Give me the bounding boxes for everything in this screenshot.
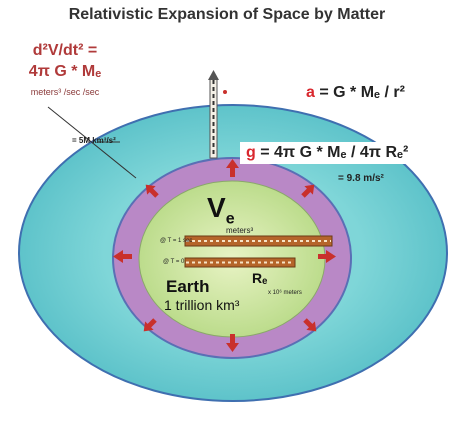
dvdt-formula-block: d²V/dt² = 4π G * Mₑ meters³ /sec /sec <box>6 40 124 103</box>
diagram-title: Relativistic Expansion of Space by Matte… <box>68 6 386 23</box>
a-symbol: a <box>306 84 315 101</box>
t0-label: @ T = 0 <box>163 259 185 265</box>
earth-volume: 1 trillion km³ <box>164 297 240 313</box>
re-units: x 10⁶ meters <box>268 290 302 296</box>
marker-dot <box>223 90 227 94</box>
g-formula-box: g = 4π G * Mₑ / 4π Rₑ² <box>240 142 417 164</box>
dvdt-pointer-line <box>47 106 137 179</box>
g-value: = 9.8 m/s² <box>338 173 384 184</box>
ruler-t0-icon <box>184 257 296 268</box>
re-label: Rₑ <box>252 270 268 286</box>
g-formula-text: = 4π G * Mₑ / 4π Rₑ² <box>255 144 409 161</box>
dvdt-formula-line2: 4π G * Mₑ <box>28 63 102 80</box>
t1-label: @ T = 1 sec <box>160 238 193 244</box>
expansion-rate-label: = 5M km³/s² <box>72 136 116 145</box>
g-symbol: g <box>246 144 256 161</box>
ve-units: meters³ <box>226 226 254 235</box>
dvdt-formula-line1: d²V/dt² = <box>32 42 98 59</box>
a-formula: a = G * Mₑ / r² <box>306 84 405 102</box>
dvdt-units: meters³ /sec /sec <box>30 87 100 97</box>
ve-letter: V <box>207 192 226 223</box>
ve-label: Ve <box>207 192 235 229</box>
ve-subscript: e <box>225 210 235 228</box>
ruler-t1-icon <box>184 235 333 247</box>
vertical-ruler-icon <box>208 70 219 159</box>
expansion-arrow-icon <box>113 159 336 352</box>
a-formula-text: = G * Mₑ / r² <box>314 84 405 101</box>
earth-label: Earth <box>166 277 210 296</box>
